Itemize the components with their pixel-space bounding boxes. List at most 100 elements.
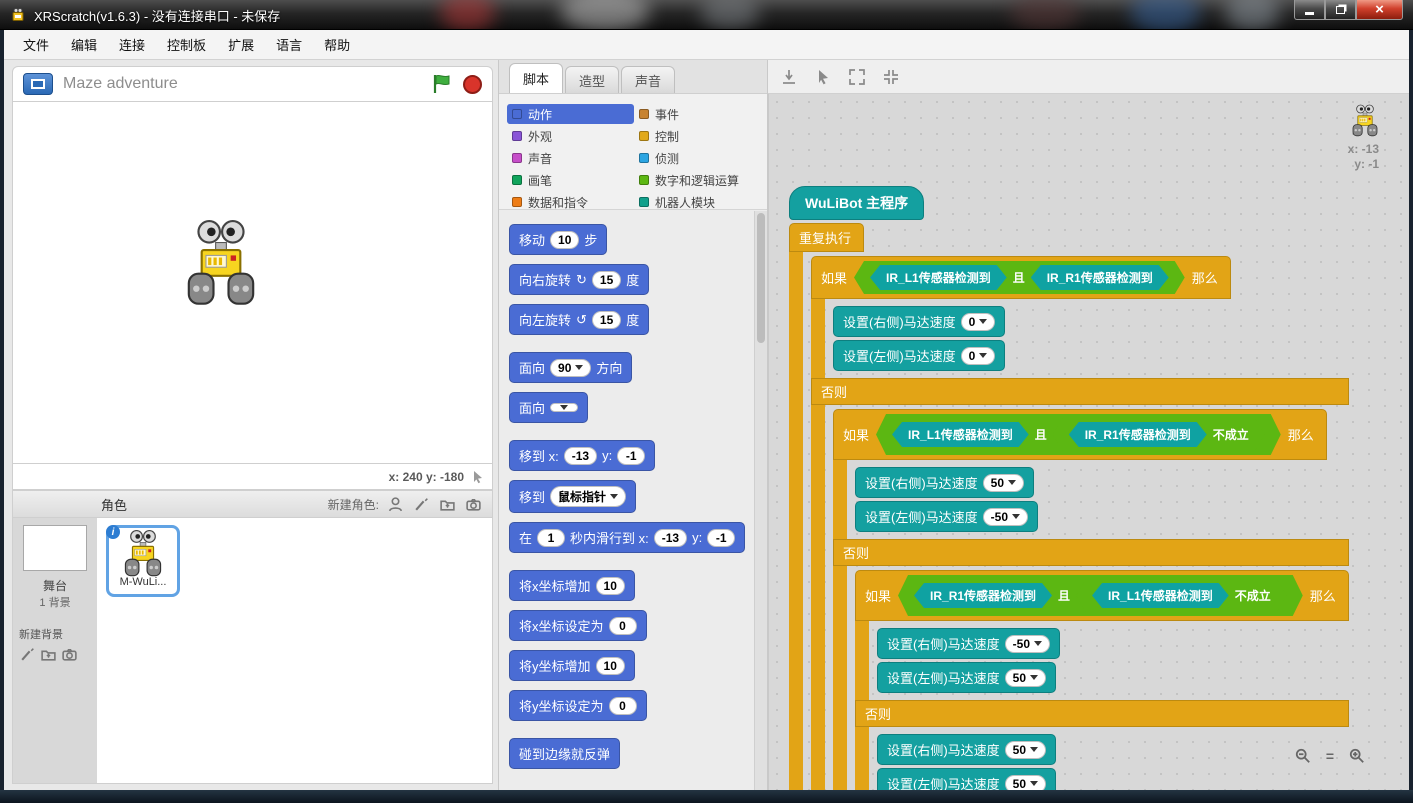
category-looks[interactable]: 外观 — [507, 126, 634, 146]
motor-speed-dropdown[interactable]: 50 — [1004, 740, 1047, 759]
maximize-button[interactable] — [1325, 0, 1356, 20]
set-motor-speed-block[interactable]: 设置(右侧)马达速度-50 — [877, 628, 1061, 659]
category-pen[interactable]: 画笔 — [507, 170, 634, 190]
scrollbar-thumb[interactable] — [757, 213, 765, 343]
number-input[interactable]: -1 — [617, 446, 646, 465]
number-input[interactable]: 15 — [591, 270, 622, 289]
motor-speed-dropdown[interactable]: -50 — [982, 507, 1029, 526]
set-motor-speed-block[interactable]: 设置(左侧)马达速度-50 — [855, 501, 1039, 532]
stage[interactable] — [12, 102, 493, 464]
dropdown-input[interactable]: 鼠标指针 — [550, 486, 627, 507]
tab-scripts[interactable]: 脚本 — [509, 63, 564, 93]
not-block[interactable]: IR_R1传感器检测到不成立 — [1053, 418, 1265, 451]
menu-help[interactable]: 帮助 — [324, 38, 351, 53]
else-bar[interactable]: 否则 — [855, 700, 1349, 727]
paint-new-sprite-button[interactable] — [413, 496, 430, 513]
number-input[interactable]: 15 — [591, 310, 622, 329]
menu-extensions[interactable]: 扩展 — [228, 38, 255, 53]
dropdown-input[interactable] — [550, 403, 579, 412]
menu-file[interactable]: 文件 — [23, 38, 50, 53]
new-sprite-library-button[interactable] — [387, 496, 404, 513]
menu-board[interactable]: 控制板 — [167, 38, 207, 53]
number-input[interactable]: -13 — [653, 528, 688, 547]
number-input[interactable]: -13 — [563, 446, 598, 465]
not-block[interactable]: IR_L1传感器检测到不成立 — [1076, 579, 1287, 612]
category-events[interactable]: 事件 — [634, 104, 761, 124]
motor-speed-dropdown[interactable]: 50 — [982, 473, 1025, 492]
cursor-icon[interactable] — [814, 68, 832, 86]
grow-icon[interactable] — [848, 68, 866, 86]
motor-speed-dropdown[interactable]: 50 — [1004, 668, 1047, 687]
zoom-in-button[interactable] — [1349, 748, 1365, 764]
stage-size-toggle[interactable] — [23, 73, 53, 95]
robot-sprite[interactable] — [183, 220, 259, 308]
title-bar[interactable]: XRScratch(v1.6.3) - 没有连接串口 - 未保存 × — [0, 0, 1413, 30]
sensor-block[interactable]: IR_R1传感器检测到 — [1031, 265, 1169, 290]
stage-selector[interactable]: 舞台 1 背景 新建背景 — [13, 518, 97, 783]
category-motion[interactable]: 动作 — [507, 104, 634, 124]
number-input[interactable]: 10 — [595, 656, 625, 675]
menu-language[interactable]: 语言 — [276, 38, 303, 53]
number-input[interactable]: 0 — [608, 616, 637, 635]
camera-backdrop-button[interactable] — [61, 646, 78, 663]
number-input[interactable]: 10 — [595, 576, 625, 595]
paint-new-backdrop-button[interactable] — [19, 646, 36, 663]
hat-block[interactable]: WuLiBot 主程序 — [789, 186, 925, 220]
else-bar[interactable]: 否则 — [811, 378, 1349, 405]
zoom-out-button[interactable] — [1295, 748, 1311, 764]
motor-speed-dropdown[interactable]: 0 — [960, 312, 996, 331]
motor-speed-dropdown[interactable]: 0 — [960, 346, 996, 365]
sensor-block[interactable]: IR_R1传感器检测到 — [914, 583, 1052, 608]
tab-sounds[interactable]: 声音 — [621, 66, 676, 93]
forever-header[interactable]: 重复执行 — [789, 223, 865, 252]
sensor-block[interactable]: IR_L1传感器检测到 — [870, 265, 1007, 290]
upload-backdrop-button[interactable] — [40, 646, 57, 663]
camera-sprite-button[interactable] — [465, 496, 482, 513]
stop-button[interactable] — [463, 74, 482, 94]
sprite-info-badge[interactable]: i — [106, 525, 120, 539]
menu-connect[interactable]: 连接 — [119, 38, 146, 53]
category-data[interactable]: 数据和指令 — [507, 192, 634, 212]
palette-block-12[interactable]: 碰到边缘就反弹 — [509, 738, 621, 769]
sprite-item[interactable]: i M-WuLi... — [106, 525, 180, 597]
number-input[interactable]: -1 — [707, 528, 736, 547]
green-flag-button[interactable] — [431, 73, 453, 95]
download-icon[interactable] — [780, 68, 798, 86]
menu-edit[interactable]: 编辑 — [71, 38, 98, 53]
zoom-reset-button[interactable]: = — [1325, 748, 1335, 764]
palette-block-6[interactable]: 移到鼠标指针 — [509, 480, 637, 513]
category-operators[interactable]: 数字和逻辑运算 — [634, 170, 761, 190]
category-sound[interactable]: 声音 — [507, 148, 634, 168]
category-control[interactable]: 控制 — [634, 126, 761, 146]
else-bar[interactable]: 否则 — [833, 539, 1349, 566]
upload-sprite-button[interactable] — [439, 496, 456, 513]
dropdown-input[interactable]: 90 — [550, 358, 592, 377]
palette-scrollbar[interactable] — [754, 211, 767, 790]
category-robot[interactable]: 机器人模块 — [634, 192, 761, 212]
